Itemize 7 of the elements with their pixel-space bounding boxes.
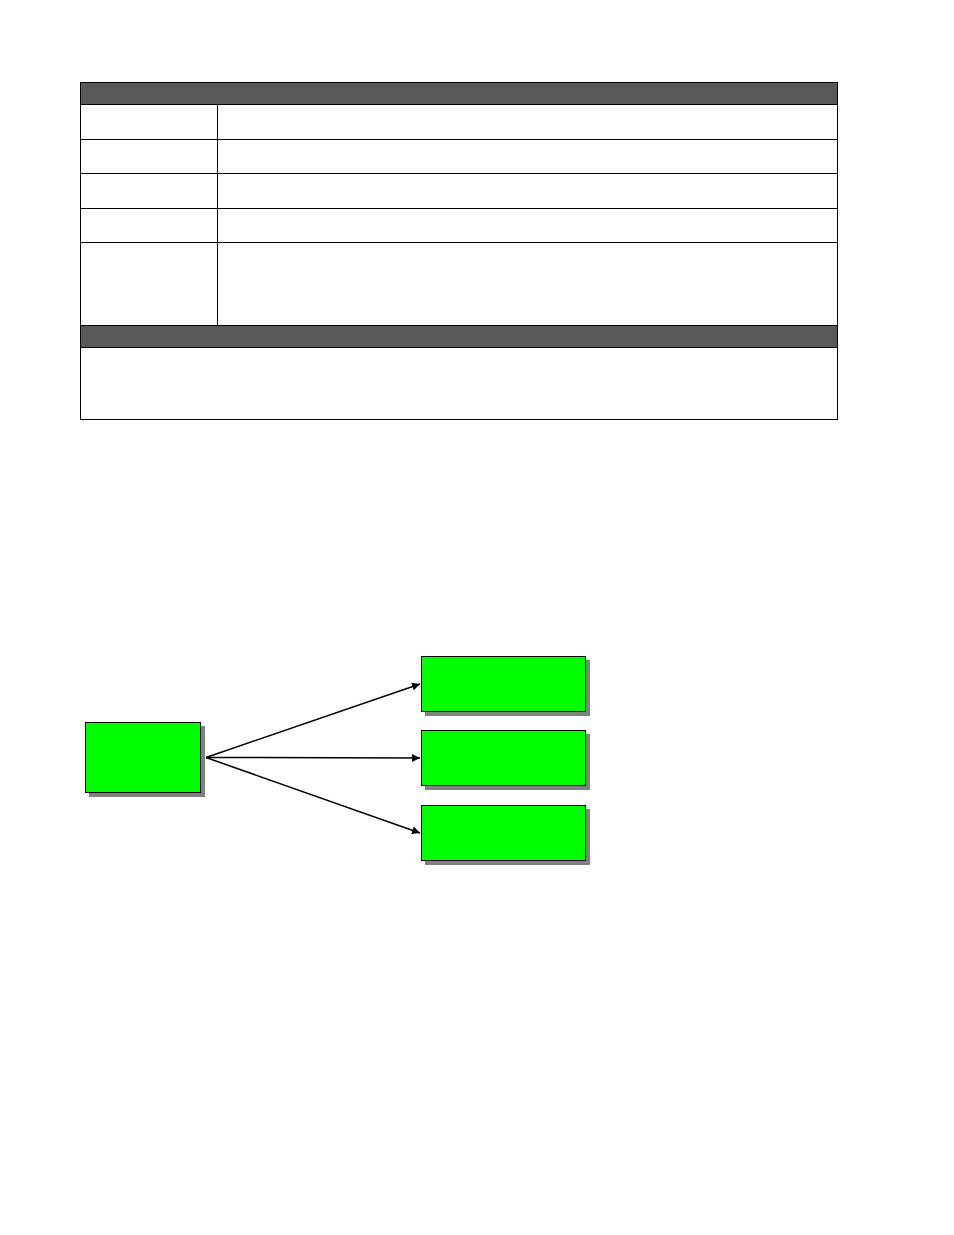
process-box [421, 805, 590, 865]
arrow [205, 756, 421, 835]
process-box [421, 656, 590, 716]
process-box [421, 730, 590, 790]
arrow [205, 754, 421, 762]
arrow [205, 682, 421, 759]
process-box [85, 722, 205, 797]
